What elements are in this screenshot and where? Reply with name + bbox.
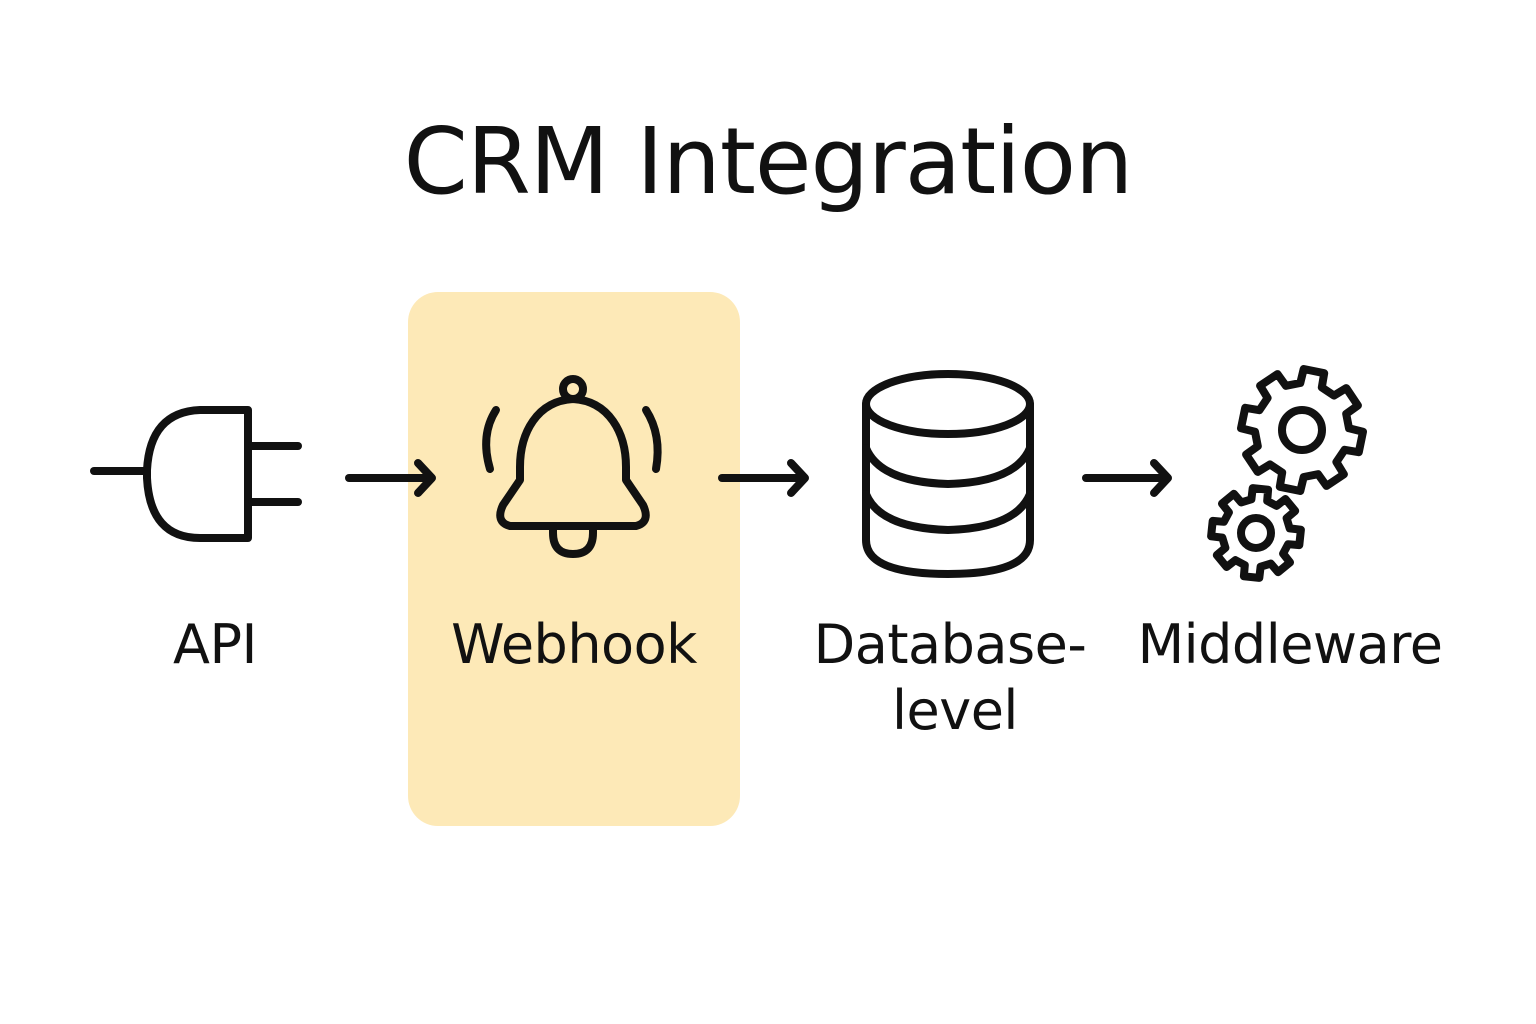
gear-large-icon [1237,365,1367,495]
api-label: API [173,613,257,676]
arrow-webhook-to-database [718,459,809,497]
arrow-api-to-webhook [345,459,436,497]
gears-icon [1207,365,1367,582]
plug-icon [90,406,302,542]
database-label-line1: Database- [813,613,1087,676]
bell-icon [482,375,662,558]
diagram-title: CRM Integration [403,108,1134,215]
database-icon [862,370,1034,578]
webhook-label: Webhook [451,613,697,676]
gear-small-icon [1207,484,1305,582]
arrow-database-to-middleware [1082,459,1172,497]
middleware-label: Middleware [1137,613,1443,676]
database-label-line2: level [892,679,1018,742]
